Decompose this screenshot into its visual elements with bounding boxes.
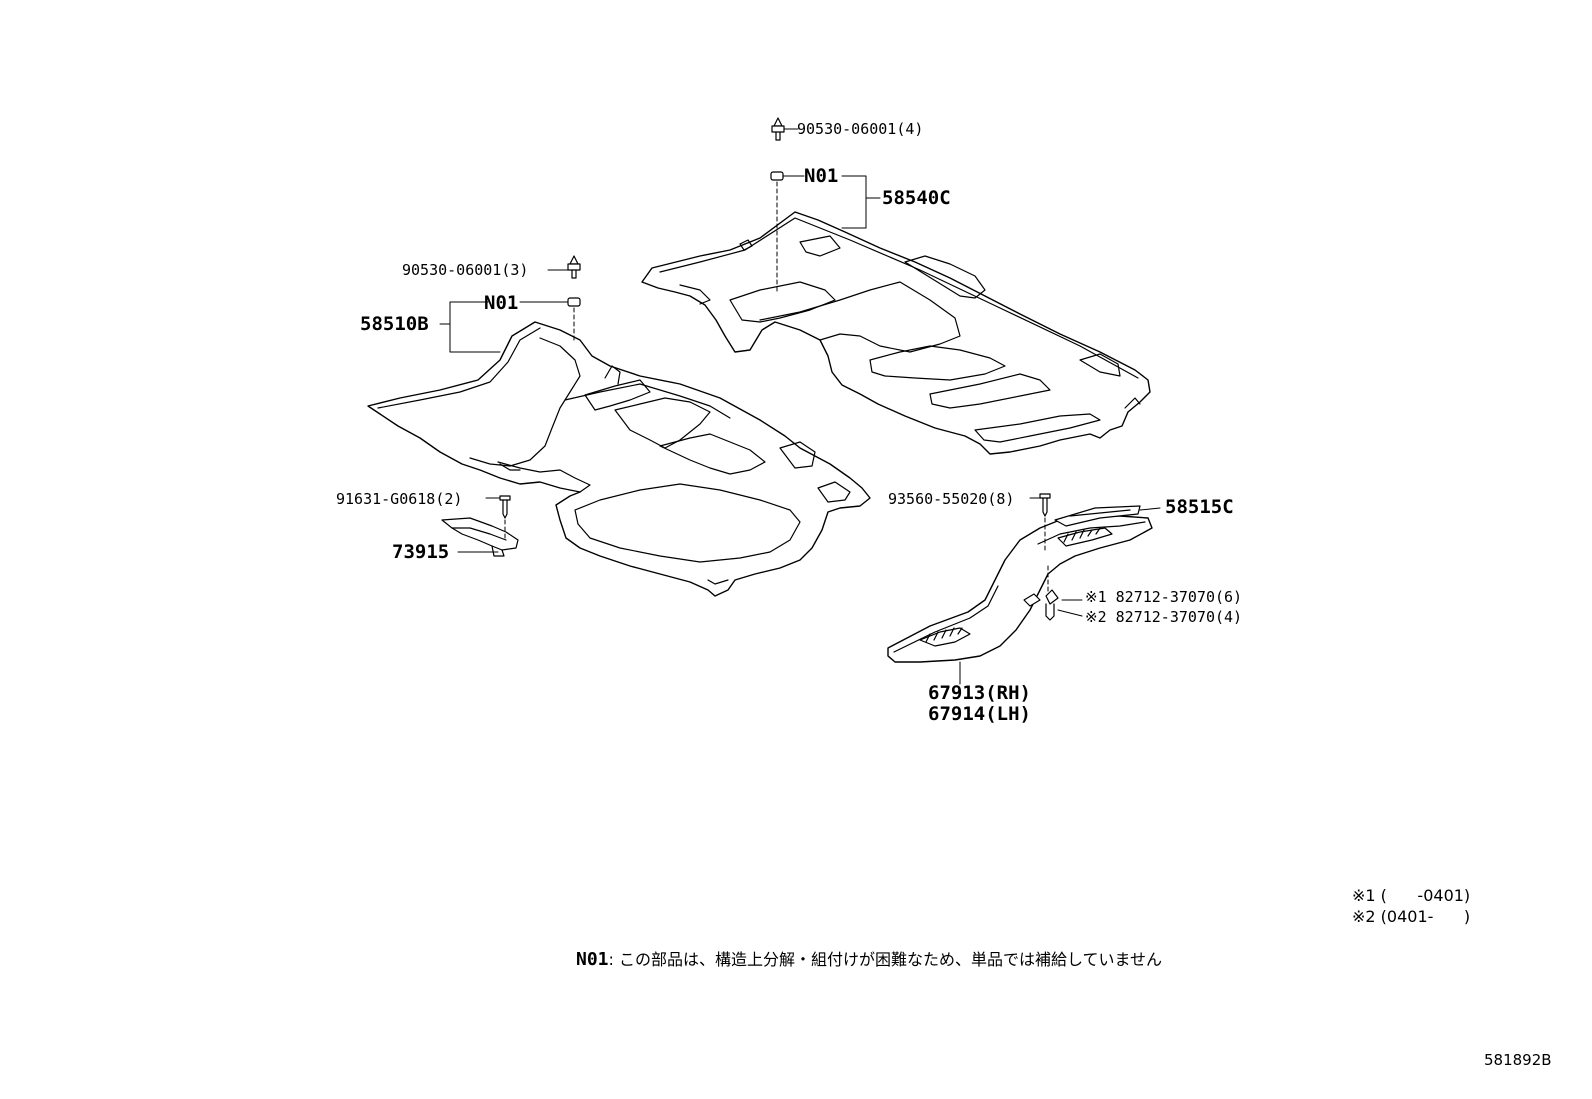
scuff-plate-67913-67914 — [887, 515, 1153, 663]
footnote: N01: この部品は、構造上分解・組付けが困難なため、単品では補給していません — [576, 951, 1162, 969]
front-floor-carpet-58510b — [367, 321, 871, 597]
leader-lines — [439, 128, 1161, 685]
legend-note-2: ※2 (0401- ) — [1352, 907, 1471, 926]
label-67913-rh: 67913(RH) — [928, 682, 1031, 704]
label-90530-06001-3: 90530-06001(3) — [402, 261, 529, 279]
label-58515c: 58515C — [1165, 496, 1234, 518]
label-58510b: 58510B — [360, 313, 429, 335]
cover-58515c — [1054, 505, 1141, 527]
bracket-73915 — [441, 517, 519, 557]
label-82712-37070-4: ※2 82712-37070(4) — [1085, 608, 1243, 626]
label-n01-left: N01 — [484, 292, 519, 314]
label-91631-g0618: 91631-G0618(2) — [336, 490, 463, 508]
label-58540c: 58540C — [882, 187, 951, 209]
label-82712-37070-6: ※1 82712-37070(6) — [1085, 588, 1243, 606]
footnote-code: N01 — [576, 949, 609, 970]
illustration-id: 581892B — [1484, 1051, 1552, 1069]
fasteners — [499, 117, 1059, 621]
label-90530-06001-4: 90530-06001(4) — [797, 120, 924, 138]
legend-note-1: ※1 ( -0401) — [1352, 886, 1471, 905]
rear-floor-carpet-58540c — [641, 211, 1151, 455]
label-73915: 73915 — [392, 541, 450, 563]
label-n01-top: N01 — [804, 165, 839, 187]
footnote-text: : この部品は、構造上分解・組付けが困難なため、単品では補給していません — [608, 950, 1163, 969]
label-67914-lh: 67914(LH) — [928, 703, 1031, 725]
label-93560-55020: 93560-55020(8) — [888, 490, 1015, 508]
